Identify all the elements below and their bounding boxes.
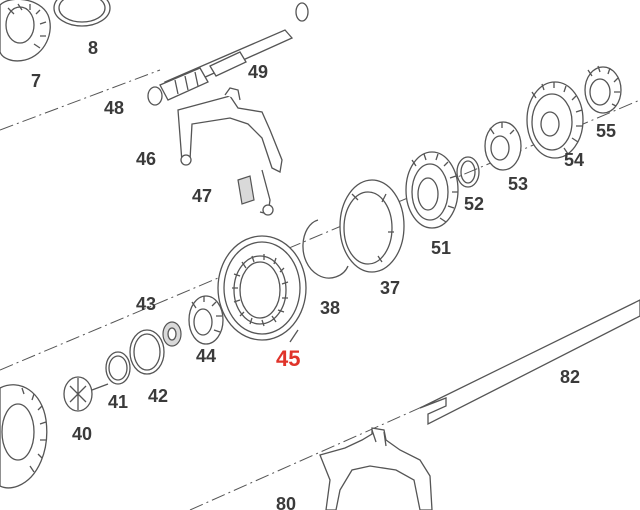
label-40: 40 bbox=[72, 424, 92, 444]
part-52-ring bbox=[456, 156, 480, 188]
part-45-sleeve bbox=[217, 235, 307, 341]
part-48-ring bbox=[147, 86, 163, 106]
label-8: 8 bbox=[88, 38, 98, 58]
label-52: 52 bbox=[464, 194, 484, 214]
part-54-gear bbox=[526, 81, 584, 159]
part-43-bearing bbox=[162, 321, 182, 347]
part-46-fork bbox=[177, 87, 283, 216]
part-40-spider bbox=[63, 376, 109, 412]
label-45: 45 bbox=[276, 346, 300, 371]
part-82-rail bbox=[419, 299, 640, 426]
label-38: 38 bbox=[320, 298, 340, 318]
part-49-shaft bbox=[159, 2, 309, 101]
part-53-hub bbox=[484, 121, 522, 171]
label-7: 7 bbox=[31, 71, 41, 91]
label-44: 44 bbox=[196, 346, 216, 366]
label-82: 82 bbox=[560, 367, 580, 387]
part-51-synchro bbox=[405, 151, 459, 229]
part-47-block bbox=[237, 175, 255, 205]
part-42-washer bbox=[129, 329, 165, 375]
part-7-gear bbox=[0, 0, 51, 62]
leader-lines bbox=[289, 329, 299, 343]
label-53: 53 bbox=[508, 174, 528, 194]
label-41: 41 bbox=[108, 392, 128, 412]
part-55-bearing bbox=[584, 65, 622, 114]
part-37-synchro-ring bbox=[339, 179, 405, 273]
label-48: 48 bbox=[104, 98, 124, 118]
part-41-ring bbox=[105, 351, 131, 385]
label-54: 54 bbox=[564, 150, 584, 170]
part-44-needle-bearing bbox=[188, 295, 224, 345]
part-38-snap-ring bbox=[302, 219, 349, 279]
label-80: 80 bbox=[276, 494, 296, 510]
label-37: 37 bbox=[380, 278, 400, 298]
label-43: 43 bbox=[136, 294, 156, 314]
label-51: 51 bbox=[431, 238, 451, 258]
bottom-left-gear bbox=[0, 384, 48, 489]
part-8-ring bbox=[53, 0, 111, 27]
part-80-fork bbox=[319, 427, 433, 510]
label-46: 46 bbox=[136, 149, 156, 169]
label-47: 47 bbox=[192, 186, 212, 206]
part-labels: 7 8 49 48 46 47 55 54 53 52 51 37 38 43 … bbox=[31, 38, 616, 510]
label-55: 55 bbox=[596, 121, 616, 141]
label-42: 42 bbox=[148, 386, 168, 406]
label-49: 49 bbox=[248, 62, 268, 82]
